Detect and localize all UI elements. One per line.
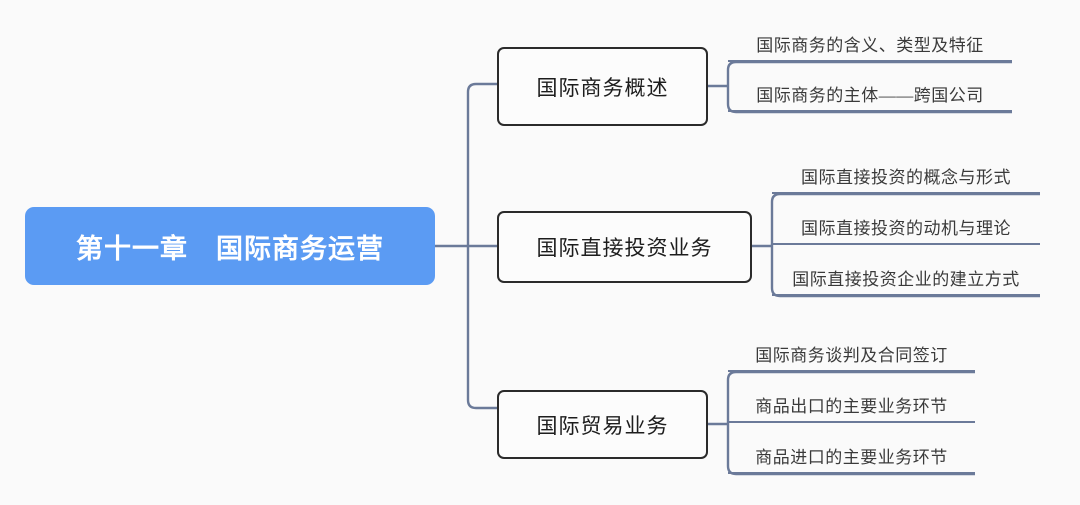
leaf-item-2-2-label: 国际直接投资的动机与理论	[801, 219, 1011, 238]
leaf-item-1-2-label: 国际商务的主体——跨国公司	[756, 86, 984, 105]
leaf-item-3-2-label: 商品出口的主要业务环节	[755, 397, 948, 416]
leaf-item-2-1[interactable]: 国际直接投资的概念与形式	[772, 160, 1040, 194]
leaf-item-3-1[interactable]: 国际商务谈判及合同签订	[728, 338, 975, 372]
leaf-item-3-3[interactable]: 商品进口的主要业务环节	[728, 440, 975, 474]
leaf-item-2-1-label: 国际直接投资的概念与形式	[801, 168, 1011, 187]
leaf-item-2-3[interactable]: 国际直接投资企业的建立方式	[772, 262, 1040, 296]
leaf-item-2-2[interactable]: 国际直接投资的动机与理论	[772, 211, 1040, 245]
root-node-label: 第十一章 国际商务运营	[76, 233, 384, 264]
branch-node-1-label: 国际商务概述	[536, 75, 669, 100]
leaf-item-3-1-label: 国际商务谈判及合同签订	[755, 346, 948, 365]
root-node[interactable]: 第十一章 国际商务运营	[25, 207, 435, 285]
leaf-item-1-1[interactable]: 国际商务的含义、类型及特征	[728, 28, 1012, 62]
leaf-item-2-3-label: 国际直接投资企业的建立方式	[792, 270, 1020, 289]
connector-main-spine	[466, 82, 497, 410]
branch-node-2-label: 国际直接投资业务	[536, 236, 713, 260]
branch-node-3[interactable]: 国际贸易业务	[497, 390, 708, 459]
leaf-item-1-2[interactable]: 国际商务的主体——跨国公司	[728, 78, 1012, 112]
leaf-item-1-1-label: 国际商务的含义、类型及特征	[756, 36, 984, 55]
leaf-item-3-3-label: 商品进口的主要业务环节	[755, 448, 948, 467]
branch-node-3-label: 国际贸易业务	[536, 413, 669, 438]
leaf-item-3-2[interactable]: 商品出口的主要业务环节	[728, 389, 975, 423]
branch-node-2[interactable]: 国际直接投资业务	[497, 211, 752, 283]
branch-node-1[interactable]: 国际商务概述	[497, 47, 708, 126]
